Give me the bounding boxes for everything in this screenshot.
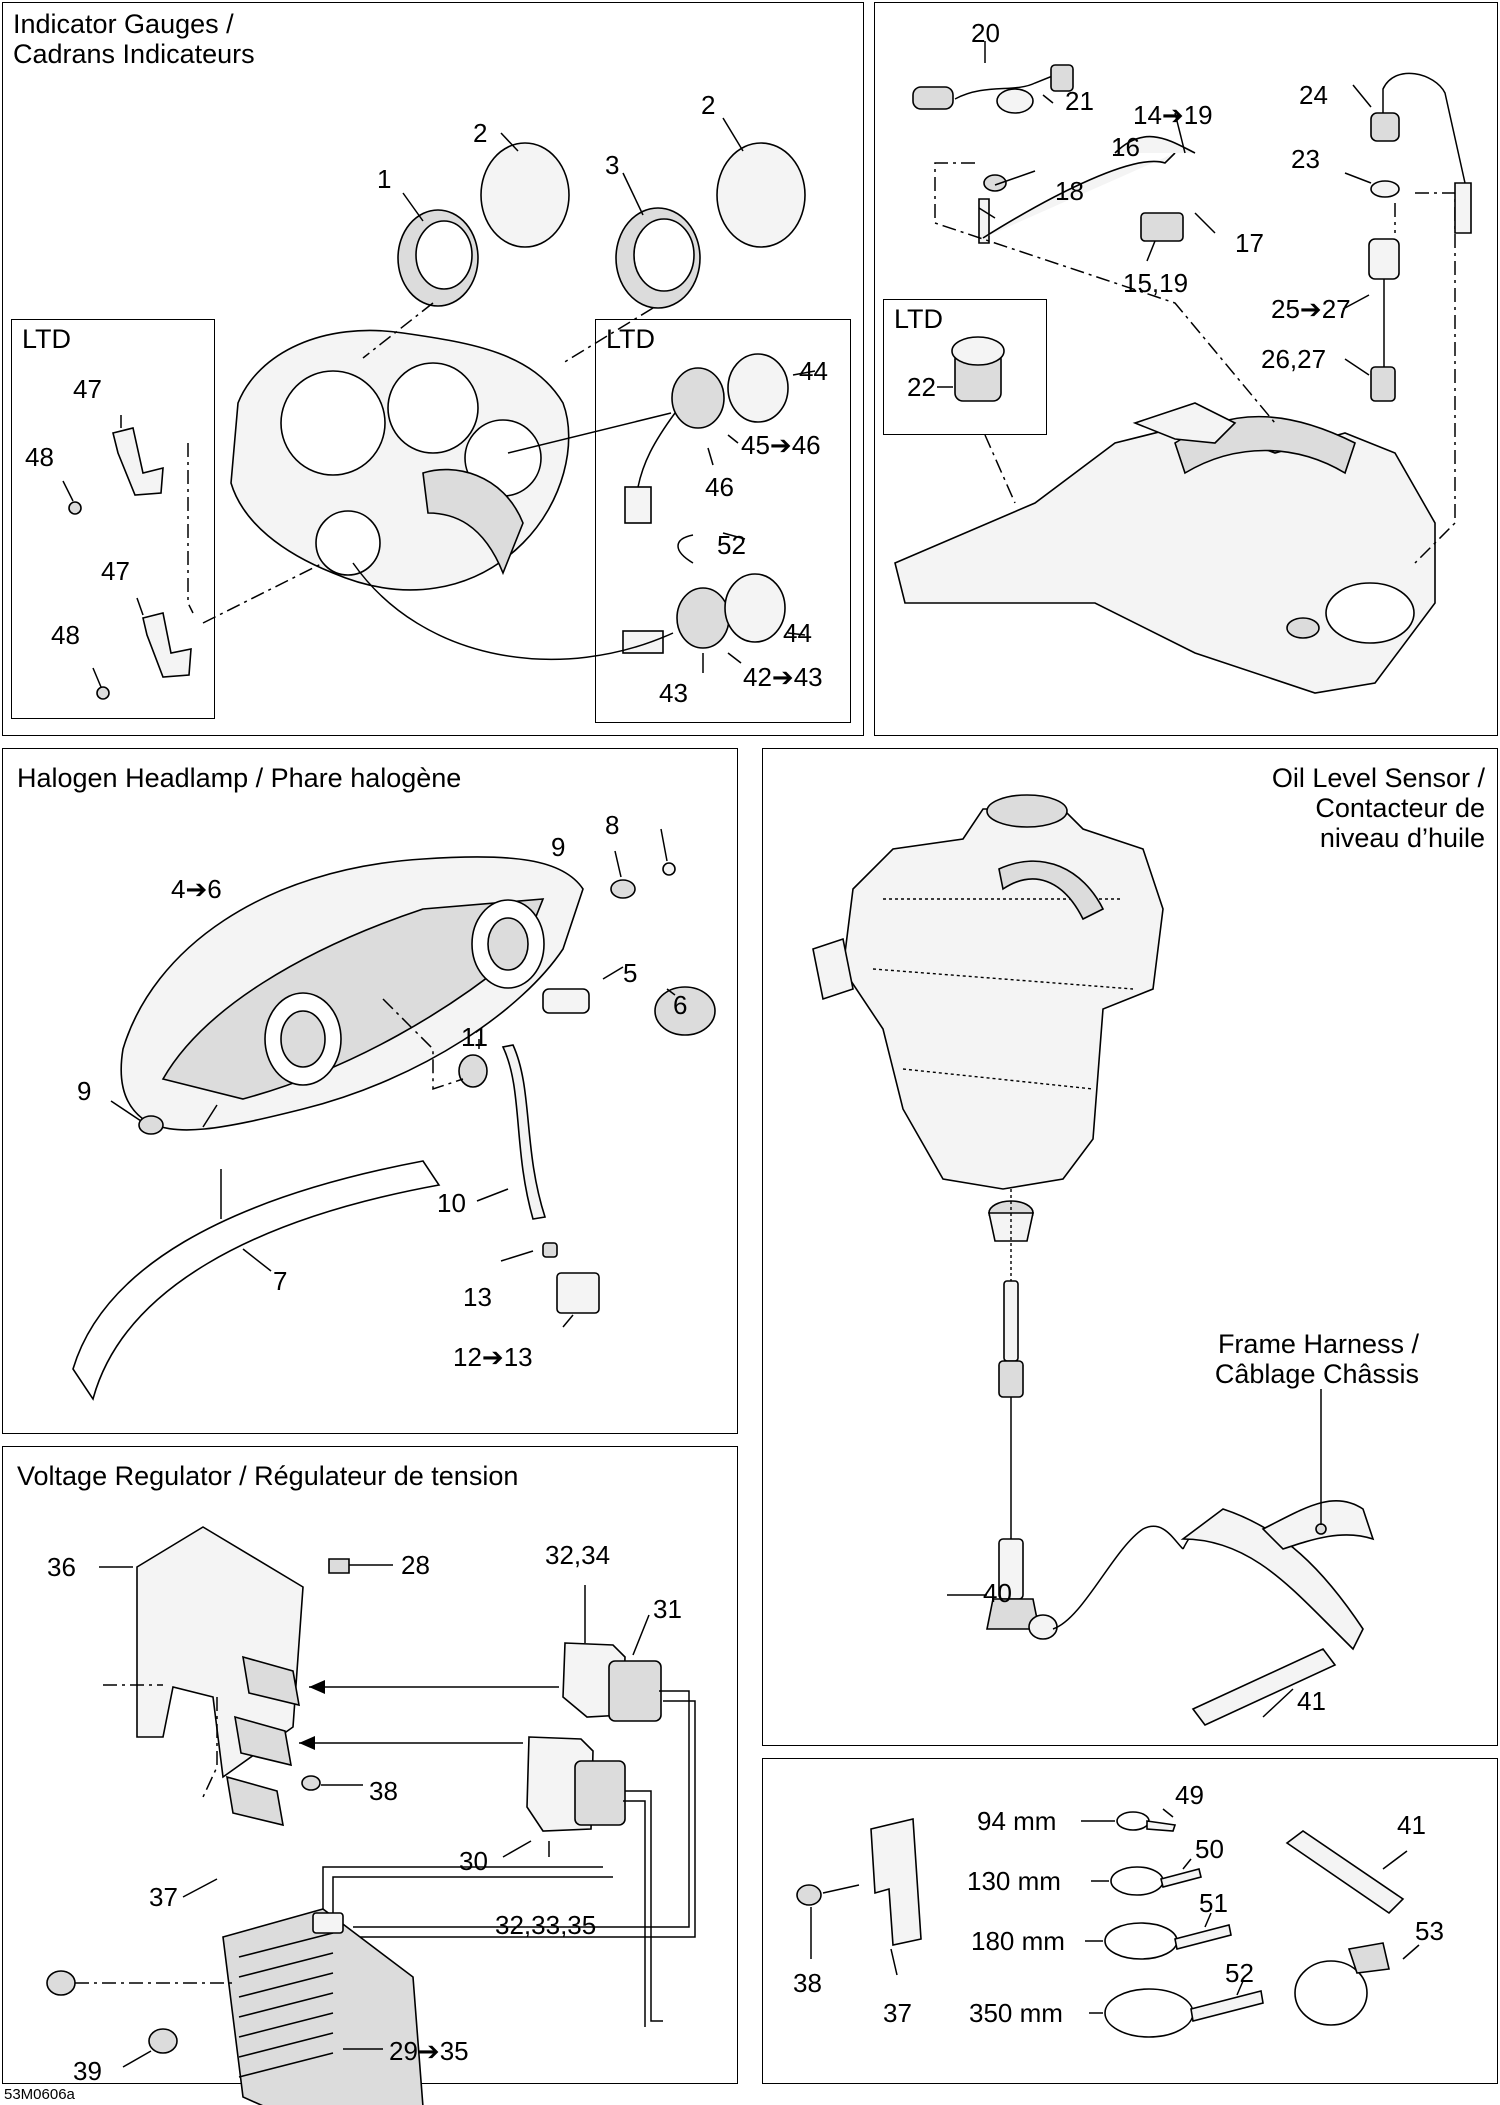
console-label-22: 22 [907, 372, 936, 402]
oil-title-line3: niveau d’huile [1319, 823, 1485, 853]
gauges-label-46: 46 [705, 472, 734, 502]
ties-label-49: 49 [1175, 1780, 1204, 1810]
gauges-label-45-46: 45➔46 [741, 430, 821, 460]
gauges-title-line2: Cadrans Indicateurs [13, 39, 255, 69]
oil-title-line2: Contacteur de [1315, 793, 1485, 823]
ties-label-41: 41 [1397, 1810, 1426, 1840]
console-label-15-19: 15,19 [1123, 268, 1189, 298]
console-label-24: 24 [1299, 80, 1328, 110]
ties-label-50: 50 [1195, 1834, 1224, 1864]
regulator-label-37: 37 [149, 1882, 178, 1912]
regulator-label-28: 28 [401, 1550, 430, 1580]
console-label-21: 21 [1065, 86, 1094, 116]
ties-label-53: 53 [1415, 1916, 1444, 1946]
ltd-box-console-title: LTD [894, 304, 944, 334]
regulator-label-38: 38 [369, 1776, 398, 1806]
headlamp-label-11: 11 [461, 1022, 488, 1052]
diagram-code: 53M0606a [4, 2086, 75, 2103]
regulator-label-32-33-35: 32,33,35 [495, 1910, 597, 1940]
ties-label-51: 51 [1199, 1888, 1228, 1918]
regulator-label-39: 39 [73, 2056, 102, 2086]
regulator-label-32-34: 32,34 [545, 1540, 611, 1570]
oil-title-line1: Oil Level Sensor / [1271, 763, 1485, 793]
gauges-title-line1: Indicator Gauges / [13, 9, 234, 39]
gauges-label-2a: 2 [473, 118, 488, 148]
oil-harness-line1: Frame Harness / [1217, 1329, 1419, 1359]
console-label-16: 16 [1111, 132, 1140, 162]
gauges-label-52: 52 [717, 530, 746, 560]
ltd-box-console: LTD [883, 299, 1047, 435]
ties-size-94: 94 mm [977, 1806, 1057, 1836]
gauges-label-48b: 48 [51, 620, 80, 650]
headlamp-label-9a: 9 [551, 832, 566, 862]
gauges-label-47a: 47 [73, 374, 102, 404]
regulator-label-36: 36 [47, 1552, 76, 1582]
headlamp-label-10: 10 [437, 1188, 466, 1218]
gauges-drawing [62, 117, 816, 700]
gauges-label-48a: 48 [25, 442, 54, 472]
oil-harness-line2: Câblage Châssis [1214, 1359, 1419, 1389]
regulator-drawing [46, 1526, 696, 2105]
panel-indicator-gauges: Indicator Gauges / Cadrans Indicateurs L… [2, 2, 864, 736]
panel-console: LTD [874, 2, 1498, 736]
ties-label-38: 38 [793, 1968, 822, 1998]
gauges-label-47b: 47 [101, 556, 130, 586]
ltd-box-right: LTD [595, 319, 851, 723]
headlamp-label-4-6: 4➔6 [171, 874, 222, 904]
regulator-label-31: 31 [653, 1594, 682, 1624]
ltd-box-right-title: LTD [606, 324, 656, 354]
headlamp-drawing [72, 828, 716, 1401]
headlamp-label-6: 6 [673, 990, 688, 1020]
ties-label-52: 52 [1225, 1958, 1254, 1988]
panel-halogen-headlamp: Halogen Headlamp / Phare halogène [2, 748, 738, 1434]
gauges-label-43: 43 [659, 678, 688, 708]
console-label-26-27: 26,27 [1261, 344, 1327, 374]
headlamp-label-13: 13 [463, 1282, 492, 1312]
ties-size-350: 350 mm [969, 1998, 1063, 2028]
panel-voltage-regulator: Voltage Regulator / Régulateur de tensio… [2, 1446, 738, 2105]
regulator-title: Voltage Regulator / Régulateur de tensio… [17, 1461, 519, 1491]
headlamp-label-8: 8 [605, 810, 620, 840]
console-label-14-19: 14➔19 [1133, 100, 1213, 130]
console-label-25-27: 25➔27 [1271, 294, 1351, 324]
gauges-label-1: 1 [377, 164, 392, 194]
oil-label-40: 40 [983, 1578, 1012, 1608]
ties-size-130: 130 mm [967, 1866, 1061, 1896]
ties-label-37: 37 [883, 1998, 912, 2028]
console-label-23: 23 [1291, 144, 1320, 174]
headlamp-label-7: 7 [273, 1266, 288, 1296]
console-label-18: 18 [1055, 176, 1084, 206]
headlamp-label-5: 5 [623, 958, 638, 988]
console-drawing [894, 41, 1472, 694]
oil-label-41: 41 [1297, 1686, 1326, 1716]
ltd-box-left-title: LTD [22, 324, 72, 354]
gauges-label-44b: 44 [783, 618, 812, 648]
panel-ties-clips: 94 mm 130 mm 180 mm 350 mm 49 50 51 52 4… [762, 1758, 1498, 2084]
console-label-17: 17 [1235, 228, 1264, 258]
console-label-20: 20 [971, 18, 1000, 48]
regulator-label-30: 30 [459, 1846, 488, 1876]
ltd-box-left: LTD [11, 319, 215, 719]
headlamp-label-9b: 9 [77, 1076, 92, 1106]
gauges-label-44a: 44 [799, 356, 828, 386]
gauges-label-3: 3 [605, 150, 620, 180]
ties-drawing [796, 1808, 1420, 2038]
headlamp-title: Halogen Headlamp / Phare halogène [17, 763, 462, 793]
gauges-label-2b: 2 [701, 90, 716, 120]
ties-size-180: 180 mm [971, 1926, 1065, 1956]
oil-drawing [812, 794, 1375, 1726]
panel-oil-level-sensor: Oil Level Sensor / Contacteur de niveau … [762, 748, 1498, 1746]
gauges-label-42-43: 42➔43 [743, 662, 823, 692]
headlamp-label-12-13: 12➔13 [453, 1342, 533, 1372]
regulator-label-29-35: 29➔35 [389, 2036, 469, 2066]
